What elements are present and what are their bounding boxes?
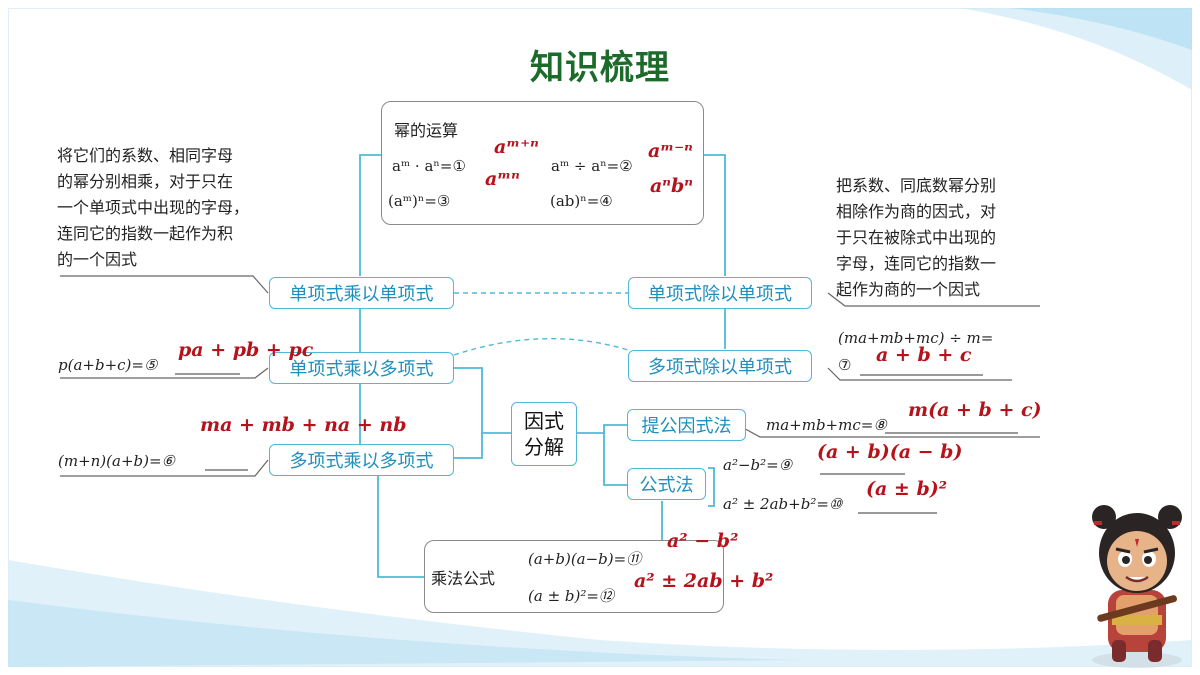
answer-3: aᵐⁿ xyxy=(485,168,520,190)
node-mono-mul-mono: 单项式乘以单项式 xyxy=(269,277,454,309)
formula-2: aᵐ ÷ aⁿ=② xyxy=(551,157,633,175)
factor-line-1: 因式 xyxy=(524,409,564,433)
left-description: 将它们的系数、相同字母 的幂分别相乘，对于只在 一个单项式中出现的字母， 连同它… xyxy=(57,146,250,269)
right-description: 把系数、同底数幂分别 相除作为商的因式，对 于只在被除式中出现的 字母，连同它的… xyxy=(836,176,997,299)
factor-line-2: 分解 xyxy=(524,435,564,459)
answer-5: pa + pb + pc xyxy=(178,339,314,361)
multiplication-formula-box xyxy=(424,540,724,613)
answer-4: aⁿbⁿ xyxy=(650,175,694,197)
formula-6: (m+n)(a+b)=⑥ xyxy=(58,452,175,470)
node-formula-method: 公式法 xyxy=(627,468,706,500)
node-poly-div-mono: 多项式除以单项式 xyxy=(628,350,812,382)
formula-1: aᵐ · aⁿ=① xyxy=(392,157,466,175)
node-common-factor: 提公因式法 xyxy=(627,409,746,441)
node-mono-mul-poly: 单项式乘以多项式 xyxy=(269,352,454,384)
mult-formula-title: 乘法公式 xyxy=(431,569,496,588)
answer-12: a² ± 2ab + b² xyxy=(634,570,774,592)
formula-10: a² ± 2ab+b²=⑩ xyxy=(723,495,843,513)
answer-7: a + b + c xyxy=(876,344,972,366)
formula-3: (aᵐ)ⁿ=③ xyxy=(388,192,451,210)
formula-9: a²−b²=⑨ xyxy=(723,456,793,474)
answer-10: (a ± b)² xyxy=(866,478,948,500)
node-poly-mul-poly: 多项式乘以多项式 xyxy=(269,444,454,476)
answer-8: m(a + b + c) xyxy=(908,399,1042,421)
formula-8: ma+mb+mc=⑧ xyxy=(766,416,887,434)
formula-7b: ⑦ xyxy=(838,356,852,374)
formula-5: p(a+b+c)=⑤ xyxy=(58,356,158,374)
node-factorization: 因式 分解 xyxy=(511,402,577,466)
power-box-title: 幂的运算 xyxy=(394,121,459,140)
answer-9: (a + b)(a − b) xyxy=(817,441,963,463)
answer-1: aᵐ⁺ⁿ xyxy=(494,136,539,158)
formula-7a: (ma+mb+mc) ÷ m= xyxy=(838,329,994,347)
power-operations-box xyxy=(381,101,704,225)
answer-2: aᵐ⁻ⁿ xyxy=(648,140,693,162)
answer-6: ma + mb + na + nb xyxy=(200,414,407,436)
node-mono-div-mono: 单项式除以单项式 xyxy=(628,277,812,309)
formula-4: (ab)ⁿ=④ xyxy=(550,192,613,210)
cartoon-character-image xyxy=(1092,505,1182,668)
answer-11: a² − b² xyxy=(667,530,739,552)
formula-11: (a+b)(a−b)=⑪ xyxy=(528,550,642,568)
page-title: 知识梳理 xyxy=(530,48,670,88)
formula-12: (a ± b)²=⑫ xyxy=(528,587,614,605)
